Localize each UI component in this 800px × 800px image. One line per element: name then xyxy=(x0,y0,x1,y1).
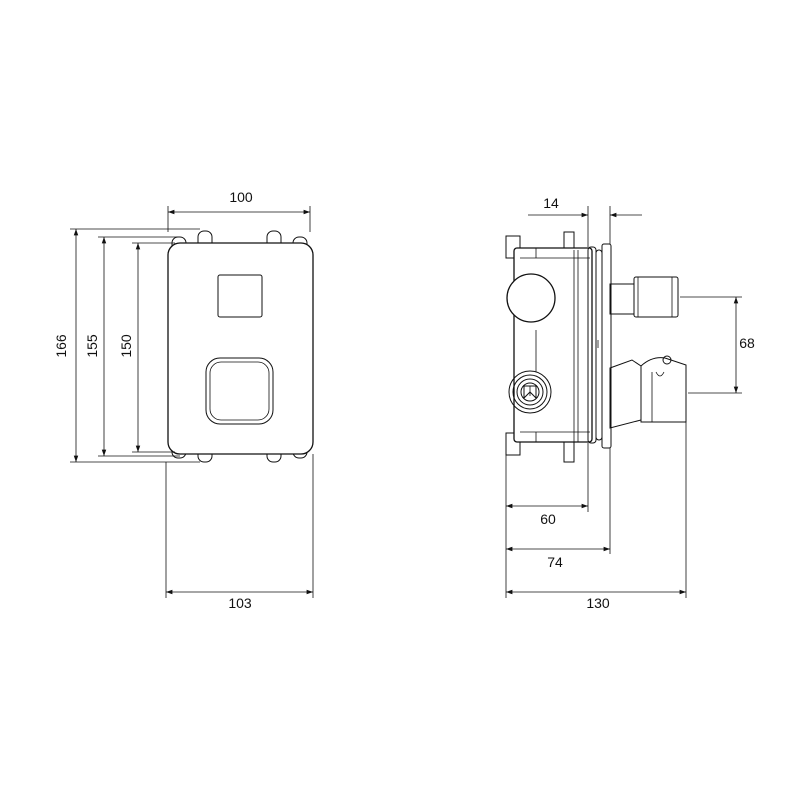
front-view: 100 103 166 155 150 xyxy=(53,189,314,611)
upper-port xyxy=(506,273,556,323)
dim-depth-small-label: 14 xyxy=(543,195,559,211)
side-view: 14 68 60 74 130 xyxy=(505,195,755,611)
dim-height-inner-label: 150 xyxy=(118,334,134,358)
dim-depth-total-label: 130 xyxy=(586,595,610,611)
cover-plate xyxy=(167,242,314,455)
lower-knob xyxy=(205,357,274,425)
dim-depth-plate-label: 74 xyxy=(547,554,563,570)
dim-outlet-spacing-label: 68 xyxy=(739,335,755,351)
lower-connector xyxy=(508,370,552,414)
upper-button xyxy=(217,274,263,318)
dim-depth-box-label: 60 xyxy=(540,511,556,527)
dim-height-mid-label: 155 xyxy=(84,334,100,358)
bottom-clip xyxy=(563,441,575,463)
wall-plate-layer-3 xyxy=(601,243,612,449)
rear-bracket-top xyxy=(505,235,521,259)
lower-knob-face xyxy=(209,361,270,421)
dim-bottom-width-label: 103 xyxy=(228,595,252,611)
dim-height-outer-label: 166 xyxy=(53,334,69,358)
wall-plate-layer-2 xyxy=(595,249,603,441)
top-clip xyxy=(563,231,575,251)
upper-outlet xyxy=(609,276,679,318)
rear-bracket-bottom xyxy=(505,432,521,456)
lower-outlet xyxy=(609,355,687,429)
dim-top-width-label: 100 xyxy=(229,189,253,205)
